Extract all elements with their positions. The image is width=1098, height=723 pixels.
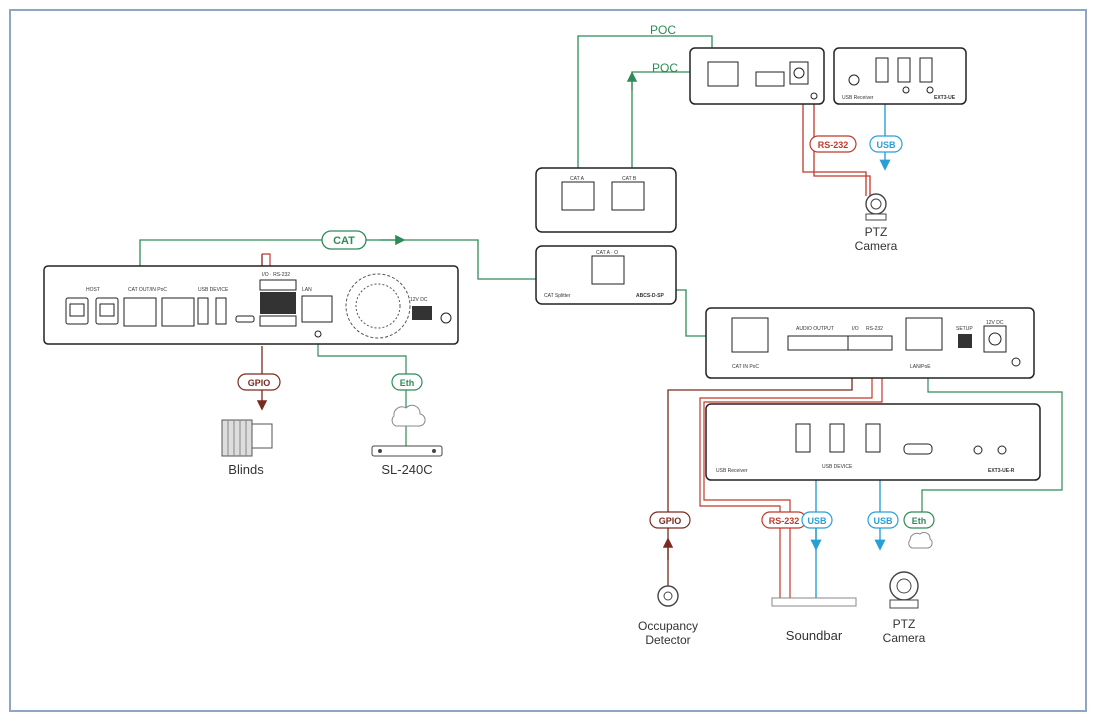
gpio-left-lead (262, 253, 271, 270)
cat-ab-panel: CAT A CAT B (535, 167, 677, 233)
rs232-cable-top (802, 92, 867, 196)
ptz-camera-top-icon (865, 193, 887, 221)
top-extender (689, 47, 825, 105)
ptz-camera-bottom-icon (889, 571, 919, 609)
blinds-label: Blinds (228, 462, 264, 477)
main-lan-label: LAN (302, 287, 312, 293)
usb-device-label: USB DEVICE (822, 464, 853, 470)
rs232-pill-top: RS-232 (809, 135, 857, 153)
main-host-label: HOST (86, 287, 100, 293)
ext-audio-label: AUDIO OUTPUT (796, 326, 834, 332)
cloud-icon-left (391, 404, 426, 427)
poc-top-label: POC (650, 23, 676, 37)
poc-cable-mid (631, 71, 690, 178)
cat-cable (139, 239, 560, 300)
ptz-top-label-2: Camera (855, 239, 898, 253)
cat-splitter: CAT A · O CAT Splitter ABCS-D-SP (535, 245, 677, 305)
usb-pill-soundbar: USB (801, 511, 833, 529)
right-extender: CAT IN PoC AUDIO OUTPUT I/O RS-232 LAN/P… (705, 307, 1035, 379)
pill-text: USB (876, 140, 896, 150)
blinds-icon (221, 419, 273, 457)
soundbar-icon (771, 597, 857, 607)
ptz-bottom-label-2: Camera (883, 631, 926, 645)
ext-cat-label: CAT IN PoC (732, 364, 759, 370)
rs232-pill-bottom: RS-232 (761, 511, 807, 529)
pill-text: GPIO (248, 378, 271, 388)
sl240c-label: SL-240C (381, 462, 432, 477)
pill-text: Eth (912, 516, 927, 526)
main-power-label: 12V DC (410, 297, 428, 303)
top-receiver-model: EXT3-UE (934, 95, 956, 101)
pill-text: CAT (333, 235, 355, 247)
ptz-top-label-1: PTZ (865, 225, 888, 239)
cat-pill: CAT (321, 230, 367, 250)
poc-cable-top (577, 35, 718, 178)
pill-text: Eth (400, 378, 415, 388)
gpio-pill-right: GPIO (649, 511, 691, 529)
diagram-frame (9, 9, 1087, 712)
eth-cable-right (921, 350, 1063, 528)
main-controller: HOST CAT OUT/IN PoC USB DEVICE I/O · RS-… (43, 265, 459, 345)
bottom-receiver-model: EXT3-UE-R (988, 468, 1015, 474)
main-poc-label: CAT OUT/IN PoC (128, 287, 167, 293)
pill-text: USB (873, 516, 893, 526)
top-receiver-label: USB Receiver (842, 95, 874, 101)
top-usb-receiver: USB Receiver EXT3-UE (833, 47, 967, 105)
usb-pill-camera: USB (867, 511, 899, 529)
pill-text: GPIO (659, 516, 682, 526)
bottom-receiver-label: USB Receiver (716, 468, 748, 474)
pill-text: USB (807, 516, 827, 526)
cloud-icon-right (908, 532, 933, 549)
splitter-port-label: CAT A · O (596, 250, 618, 256)
ptz-bottom-label-1: PTZ (893, 617, 916, 631)
soundbar-label: Soundbar (786, 628, 843, 643)
splitter-name: CAT Splitter (544, 293, 571, 299)
cat-b-label: CAT B (622, 176, 637, 182)
ext-dc-label: 12V DC (986, 320, 1004, 326)
pill-text: RS-232 (818, 140, 849, 150)
main-usb-label: USB DEVICE (198, 287, 229, 293)
gpio-pill-left: GPIO (237, 373, 281, 391)
bottom-usb-receiver: USB DEVICE USB Receiver EXT3-UE-R (705, 403, 1041, 481)
rs232-cable-top-b (813, 92, 871, 196)
cat-a-label: CAT A (570, 176, 585, 182)
poc-mid-label: POC (652, 61, 678, 75)
ext-setup-label: SETUP (956, 326, 973, 332)
eth-cable-left (317, 340, 407, 446)
ext-io-label: I/O (852, 326, 859, 332)
eth-pill-left: Eth (391, 373, 423, 391)
eth-pill-right: Eth (903, 511, 935, 529)
occupancy-detector-icon (657, 585, 679, 607)
main-io-label: I/O · RS-232 (262, 272, 290, 278)
pill-text: RS-232 (769, 516, 800, 526)
usb-pill-top: USB (869, 135, 903, 153)
occupancy-label-2: Detector (645, 633, 690, 647)
ext-rs232-label: RS-232 (866, 326, 883, 332)
switch-icon (371, 445, 443, 457)
occupancy-label-1: Occupancy (638, 619, 698, 633)
splitter-model: ABCS-D-SP (636, 293, 664, 299)
ext-lan-label: LAN/PoE (910, 364, 931, 370)
